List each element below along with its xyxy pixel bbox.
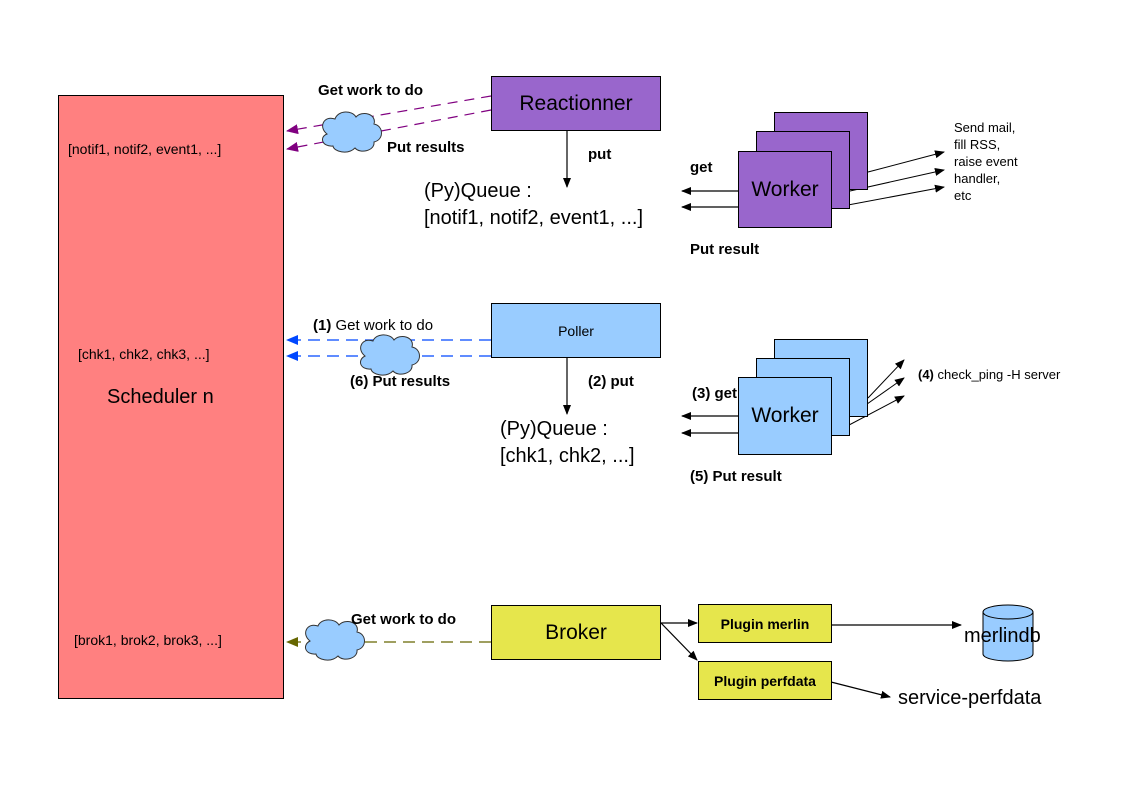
reactionner-worker: Worker [738, 151, 832, 228]
broker-get-work-label: Get work to do [351, 611, 456, 628]
poller-check-arrow-1 [867, 359, 905, 399]
reactionner-cloud [321, 111, 382, 153]
plugin-merlin-label: Plugin merlin [720, 615, 810, 632]
reactionner-actions-list: Send mail, fill RSS, raise event handler… [954, 119, 1018, 204]
reactionner-get-work-link [286, 95, 492, 135]
poller-put-label: (2) put [588, 373, 634, 390]
poller-worker: Worker [738, 377, 832, 455]
action-fill-rss: fill RSS, [954, 137, 1001, 152]
plugin-perfdata-label: Plugin perfdata [714, 672, 816, 689]
poller-cloud [359, 334, 420, 376]
merlindb-label: merlindb [964, 625, 1041, 647]
perfdata-output-arrow [830, 681, 891, 699]
broker-perfdata-arrow [660, 622, 698, 661]
plugin-perfdata-box: Plugin perfdata [698, 661, 832, 700]
reactionner-queue-title: (Py)Queue : [424, 180, 532, 202]
reactionner-title: Reactionner [519, 91, 633, 115]
broker-box: Broker [491, 605, 661, 660]
reactionner-put-label: put [588, 146, 612, 163]
broker-cloud [304, 619, 365, 661]
reactionner-action-arrow-1 [867, 150, 945, 173]
scheduler-title: Scheduler n [107, 386, 214, 408]
step-5-label: (5) [690, 468, 709, 485]
poller-box: Poller [491, 303, 661, 358]
scheduler-box [58, 95, 284, 699]
poller-check-command-text: check_ping -H server [937, 367, 1061, 382]
scheduler-notif-list: [notif1, notif2, event1, ...] [68, 141, 222, 157]
reactionner-box: Reactionner [491, 76, 661, 131]
poller-put-result-label: (5) Put result [690, 468, 782, 485]
reactionner-queue: (Py)Queue : [notif1, notif2, event1, ...… [424, 178, 643, 232]
poller-get-label: (3) get [692, 385, 737, 402]
reactionner-put-results-label: Put results [387, 139, 465, 156]
step-2-label: (2) [588, 373, 607, 390]
poller-check-command: (4) check_ping -H server [918, 366, 1060, 383]
action-handler: handler, [954, 171, 1001, 186]
poller-queue-items: [chk1, chk2, ...] [500, 445, 635, 467]
poller-put-results-label: (6) Put results [350, 373, 450, 390]
plugin-merlin-box: Plugin merlin [698, 604, 832, 643]
poller-put-result-text: Put result [712, 468, 782, 485]
action-raise-event: raise event [954, 154, 1018, 169]
reactionner-queue-items: [notif1, notif2, event1, ...] [424, 207, 644, 229]
action-send-mail: Send mail, [954, 120, 1016, 135]
step-4-label: (4) [918, 367, 934, 382]
reactionner-get-work-label: Get work to do [318, 82, 423, 99]
scheduler-brok-list: [brok1, brok2, brok3, ...] [74, 632, 222, 648]
step-1-label: (1) [313, 317, 332, 334]
poller-worker-label: Worker [751, 404, 819, 427]
poller-put-results-text: Put results [372, 373, 451, 390]
poller-put-text: put [610, 373, 634, 390]
reactionner-worker-label: Worker [751, 177, 819, 201]
poller-get-text: get [714, 385, 738, 402]
poller-get-work-label: (1) Get work to do [313, 317, 433, 334]
reactionner-action-arrow-3 [831, 184, 945, 209]
action-etc: etc [954, 188, 972, 203]
database-icon [982, 604, 1034, 662]
step-3-label: (3) [692, 385, 711, 402]
reactionner-put-results-link [286, 109, 492, 152]
service-perfdata-label: service-perfdata [898, 687, 1042, 709]
scheduler-chk-list: [chk1, chk2, chk3, ...] [78, 346, 210, 362]
reactionner-put-result-label: Put result [690, 241, 760, 258]
broker-title: Broker [545, 620, 607, 644]
poller-queue-title: (Py)Queue : [500, 418, 608, 440]
reactionner-get-label: get [690, 159, 713, 176]
poller-queue: (Py)Queue : [chk1, chk2, ...] [500, 416, 635, 470]
poller-get-work-text: Get work to do [335, 317, 434, 334]
step-6-label: (6) [350, 373, 369, 390]
poller-title: Poller [558, 322, 594, 339]
